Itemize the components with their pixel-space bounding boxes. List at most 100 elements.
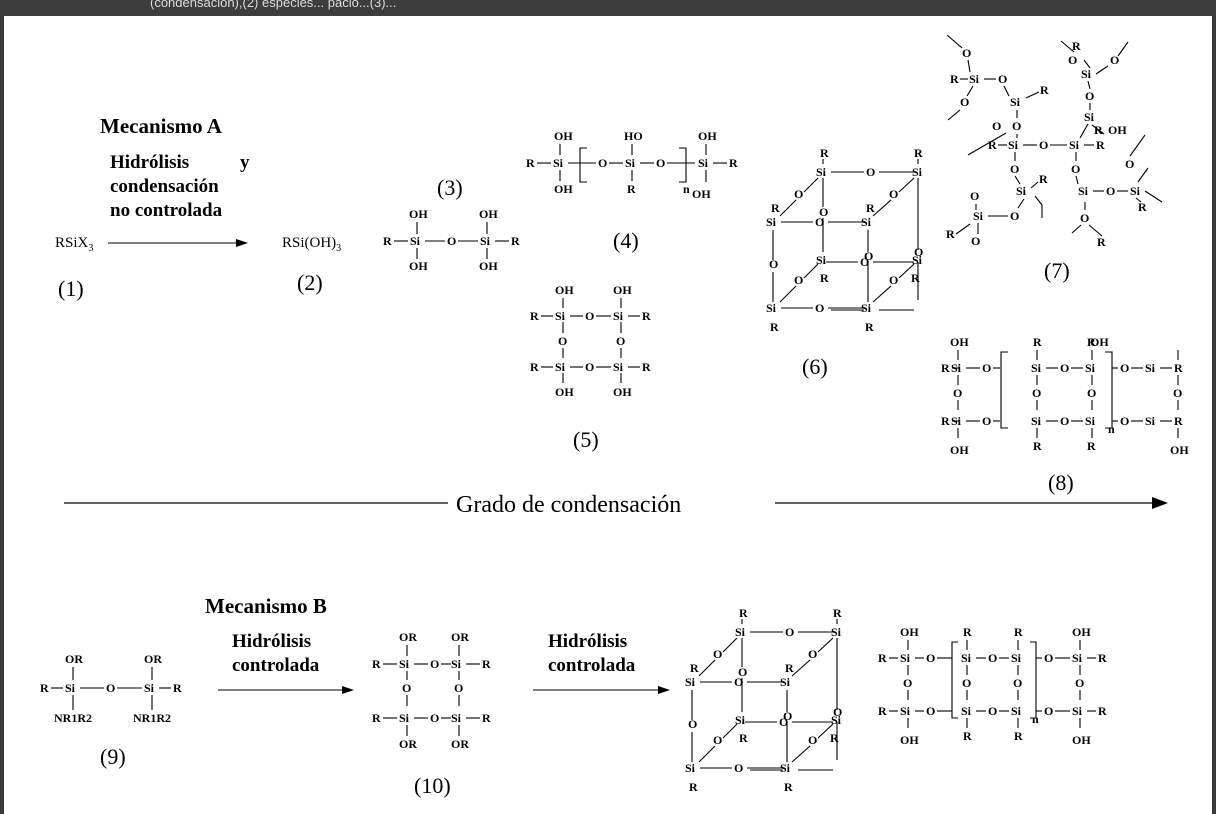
svg-text:O: O xyxy=(734,761,743,775)
svg-text:Si: Si xyxy=(912,253,923,267)
svg-text:Si: Si xyxy=(1145,361,1156,375)
svg-text:O: O xyxy=(808,733,817,747)
mechanism-b-step1-line2: controlada xyxy=(232,655,320,676)
compound-3-structure: (3) R Si O Si R OH OH OH OH xyxy=(383,175,520,273)
svg-text:OH: OH xyxy=(409,207,428,221)
svg-text:O: O xyxy=(992,119,1001,133)
svg-text:OR: OR xyxy=(65,652,83,666)
svg-text:OH: OH xyxy=(1072,625,1091,639)
svg-text:Si: Si xyxy=(1011,651,1022,665)
svg-text:Si: Si xyxy=(410,234,421,248)
svg-text:O: O xyxy=(815,215,824,229)
svg-text:Si: Si xyxy=(831,713,842,727)
svg-text:OR: OR xyxy=(399,737,417,751)
svg-text:R: R xyxy=(963,625,972,639)
svg-text:R: R xyxy=(820,271,829,285)
svg-text:R: R xyxy=(1033,335,1042,349)
svg-text:OH: OH xyxy=(479,207,498,221)
svg-text:OH: OH xyxy=(554,129,573,143)
svg-text:O: O xyxy=(1032,386,1041,400)
svg-text:O: O xyxy=(738,665,747,679)
svg-text:R: R xyxy=(1098,651,1107,665)
svg-text:R: R xyxy=(372,711,381,725)
svg-text:O: O xyxy=(1110,53,1119,67)
svg-text:Si: Si xyxy=(451,657,462,671)
svg-text:R: R xyxy=(372,657,381,671)
svg-text:R: R xyxy=(1072,39,1081,53)
mechanism-a-line1: Hidrólisis xyxy=(110,152,189,173)
svg-text:O: O xyxy=(785,625,794,639)
svg-text:O: O xyxy=(1012,119,1021,133)
svg-text:R: R xyxy=(1138,200,1147,214)
svg-text:O: O xyxy=(926,651,935,665)
svg-text:R: R xyxy=(833,606,842,620)
svg-text:O: O xyxy=(953,386,962,400)
svg-text:O: O xyxy=(794,273,803,287)
svg-text:R: R xyxy=(950,72,959,86)
svg-text:R: R xyxy=(739,606,748,620)
svg-text:Si: Si xyxy=(1008,138,1019,152)
svg-text:O: O xyxy=(1075,676,1084,690)
svg-text:Si: Si xyxy=(831,625,842,639)
svg-text:Si: Si xyxy=(912,165,923,179)
svg-text:Si: Si xyxy=(1078,184,1089,198)
svg-text:R: R xyxy=(911,271,920,285)
svg-text:O: O xyxy=(982,361,991,375)
svg-text:O: O xyxy=(598,156,607,170)
svg-text:O: O xyxy=(1068,53,1077,67)
svg-text:R: R xyxy=(1039,172,1048,186)
svg-text:Si: Si xyxy=(951,414,962,428)
label-4: (4) xyxy=(613,228,639,253)
svg-text:O: O xyxy=(960,95,969,109)
caption-bar: (condensación),(2) especies... pacio...(… xyxy=(0,0,1216,16)
svg-text:Si: Si xyxy=(861,301,872,315)
svg-text:R: R xyxy=(642,360,651,374)
svg-text:R: R xyxy=(1087,439,1096,453)
svg-text:R: R xyxy=(771,201,780,215)
svg-text:Si: Si xyxy=(780,675,791,689)
svg-text:HO: HO xyxy=(624,129,643,143)
mechanism-b-title: Mecanismo B xyxy=(205,594,327,618)
svg-text:Si: Si xyxy=(555,360,566,374)
svg-text:O: O xyxy=(447,234,456,248)
svg-text:Si: Si xyxy=(1011,704,1022,718)
svg-text:Si: Si xyxy=(451,711,462,725)
svg-text:Si: Si xyxy=(1130,184,1141,198)
svg-text:O: O xyxy=(1087,386,1096,400)
svg-text:R: R xyxy=(173,681,182,695)
svg-text:Si: Si xyxy=(816,165,827,179)
svg-text:R: R xyxy=(1097,235,1106,249)
svg-text:O: O xyxy=(1071,162,1080,176)
svg-text:Si: Si xyxy=(1072,651,1083,665)
svg-text:OH: OH xyxy=(555,283,574,297)
svg-text:R: R xyxy=(383,234,392,248)
svg-text:Si: Si xyxy=(399,657,410,671)
arrow-b2-head xyxy=(658,686,670,694)
compound-10-structure: OR OR R Si O Si R O O R Si O Si R OR OR … xyxy=(372,630,491,798)
svg-text:O: O xyxy=(688,717,697,731)
svg-text:Si: Si xyxy=(1031,361,1042,375)
svg-text:O: O xyxy=(585,309,594,323)
svg-text:Si: Si xyxy=(625,156,636,170)
label-8: (8) xyxy=(1048,470,1074,495)
mechanism-a-line2: condensación xyxy=(110,176,219,197)
svg-text:OH: OH xyxy=(1170,443,1189,457)
svg-text:Si: Si xyxy=(1010,95,1021,109)
svg-text:Si: Si xyxy=(144,681,155,695)
svg-text:R: R xyxy=(820,146,829,160)
label-6: (6) xyxy=(802,354,828,379)
mechanism-b-step2-line1: Hidrólisis xyxy=(548,631,627,652)
svg-text:O: O xyxy=(1125,157,1134,171)
mechanism-a-line1b: y xyxy=(240,152,250,173)
label-7: (7) xyxy=(1044,258,1070,283)
svg-text:O: O xyxy=(903,676,912,690)
svg-text:O: O xyxy=(783,709,792,723)
svg-text:O: O xyxy=(833,705,842,719)
svg-text:O: O xyxy=(713,733,722,747)
svg-text:O: O xyxy=(430,711,439,725)
svg-text:Si: Si xyxy=(735,713,746,727)
svg-text:R: R xyxy=(1174,361,1183,375)
axis-arrowhead xyxy=(1152,497,1168,509)
svg-text:O: O xyxy=(794,187,803,201)
